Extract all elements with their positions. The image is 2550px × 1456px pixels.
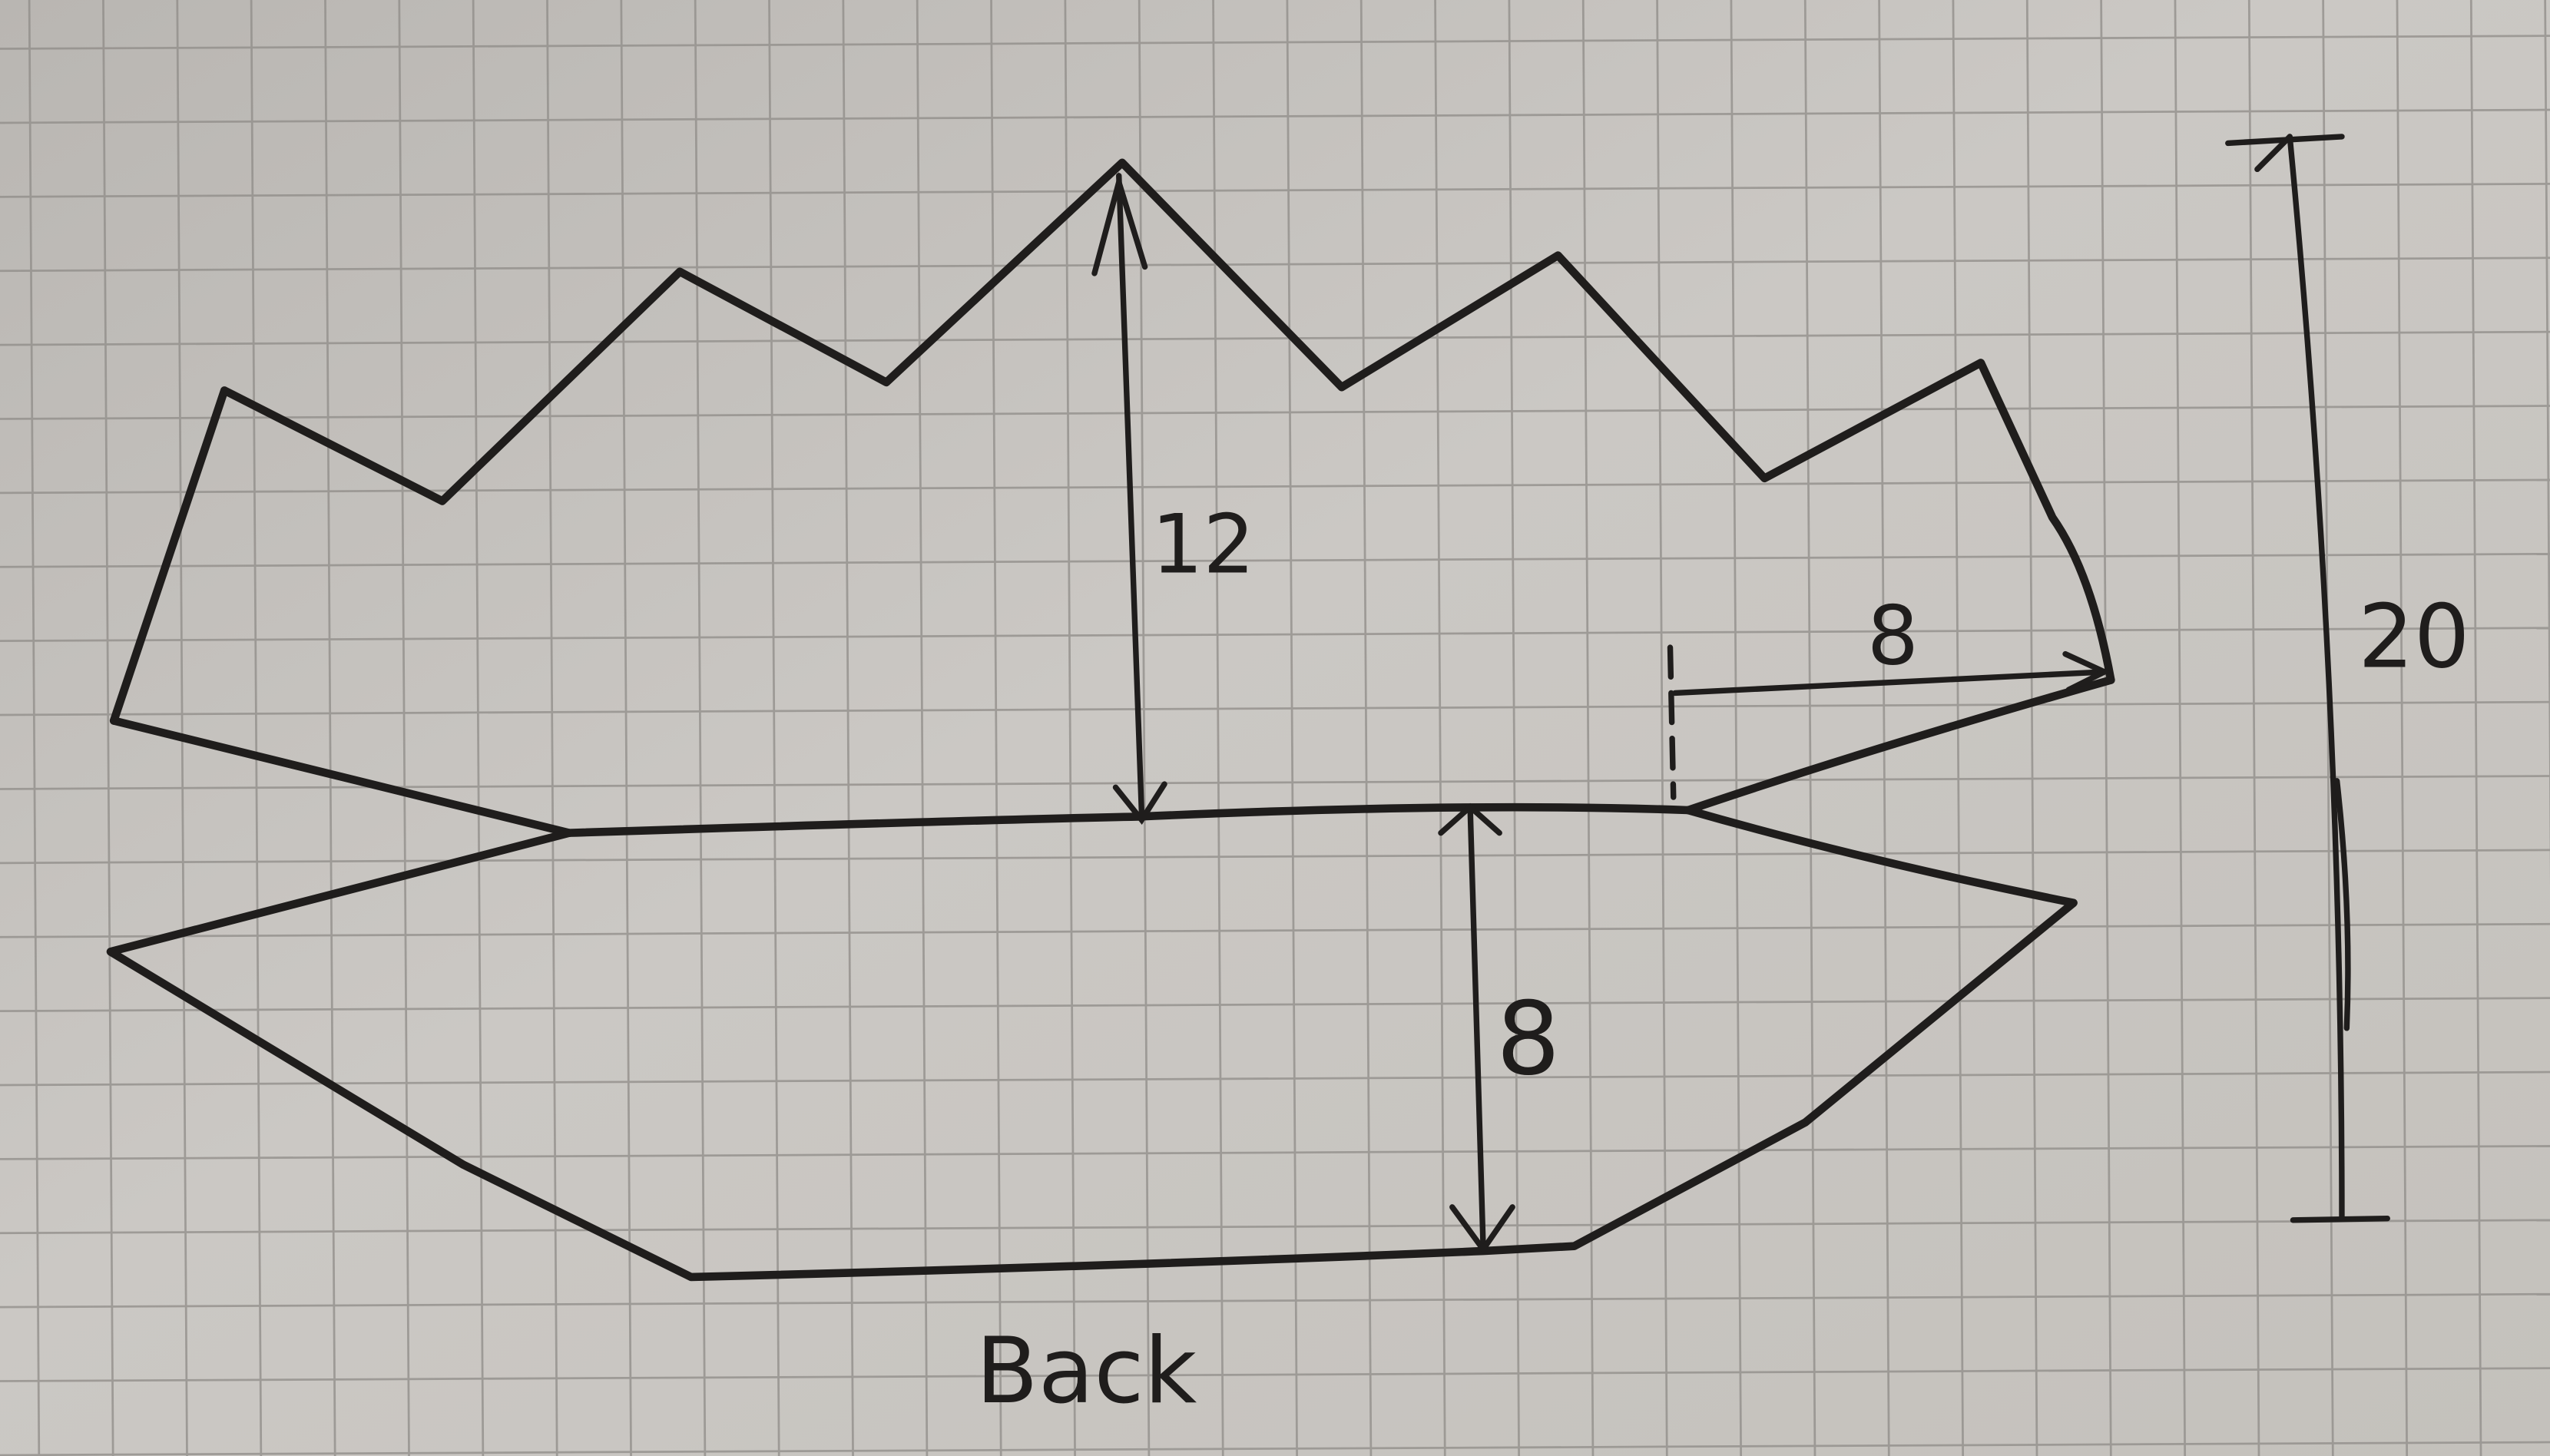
grid-line-horizontal <box>0 1219 2550 1235</box>
grid-line-horizontal <box>0 405 2550 420</box>
crown-right-slope <box>1684 676 2115 815</box>
grid-line-vertical <box>102 0 114 1456</box>
arrow-head-down <box>1112 781 1167 826</box>
arrow-head-up <box>1091 171 1148 276</box>
grid-line-vertical <box>2544 0 2550 886</box>
grid-line-horizontal <box>0 1367 2550 1382</box>
arrow-head-up <box>1438 802 1502 836</box>
grid-line-vertical <box>1803 0 1816 1456</box>
grid-line-horizontal <box>0 627 2550 643</box>
back-caption: Back <box>975 1318 1197 1424</box>
grid-line-vertical <box>694 0 707 1456</box>
grid-line-vertical <box>768 0 780 1456</box>
back-panel-outline <box>106 806 2078 1282</box>
total-height-line <box>2287 134 2345 1222</box>
line-retrace <box>2333 778 2351 1031</box>
grid-line-vertical <box>620 0 632 1456</box>
total-height-label: 20 <box>2358 586 2469 688</box>
crown-zigzag-outline <box>109 158 2115 725</box>
grid-line-vertical <box>2396 0 2409 1456</box>
lower-height-dimension <box>1438 802 1515 1255</box>
crown-height-dimension <box>1091 171 1167 826</box>
lower-height-label: 8 <box>1496 980 1561 1097</box>
grid-line-vertical <box>2100 0 2112 1456</box>
crown-height-arrow-line <box>1116 173 1145 816</box>
grid-line-horizontal <box>0 108 2550 124</box>
grid-line-horizontal <box>0 35 2550 50</box>
grid-line-vertical <box>1064 0 1076 1456</box>
grid-line-vertical <box>1581 0 1595 1456</box>
crown-left-diagonal <box>109 716 574 837</box>
grid-line-vertical <box>1878 0 1890 1456</box>
grid-line-horizontal <box>0 922 2550 938</box>
grid-line-vertical <box>2469 0 2482 1456</box>
grid-line-vertical <box>2174 0 2187 1456</box>
grid-line-horizontal <box>0 775 2550 790</box>
upper-right-width-label: 8 <box>1867 588 1919 683</box>
grid-line-horizontal <box>0 997 2550 1012</box>
grid-line-horizontal <box>0 849 2550 865</box>
grid-line-vertical <box>1212 0 1224 1456</box>
grid-line-horizontal <box>0 256 2550 273</box>
width-arrow-line <box>1672 669 2108 697</box>
top-arrow-hook <box>2254 134 2293 173</box>
crown-height-label: 12 <box>1151 498 1255 592</box>
grid-line-vertical <box>472 0 485 1456</box>
grid-line-vertical <box>1138 0 1151 1456</box>
grid-line-vertical <box>1730 0 1742 1456</box>
total-height-dimension <box>2225 134 2390 1223</box>
grid-line-vertical <box>324 0 336 1456</box>
lower-height-arrow-line <box>1467 804 1486 1249</box>
dashed-extension-line <box>1667 644 1677 800</box>
grid-line-vertical <box>1508 0 1520 1456</box>
grid-line-horizontal <box>0 1441 2550 1456</box>
crown-shape <box>109 158 2115 837</box>
grid-line-vertical <box>398 0 410 1456</box>
grid-line-horizontal <box>0 1070 2550 1087</box>
grid-line-vertical <box>2247 0 2260 1456</box>
grid-line-vertical <box>250 0 263 1456</box>
grid-line-vertical <box>916 0 929 1456</box>
grid-line-horizontal <box>0 1292 2550 1309</box>
grid-line-vertical <box>1656 0 1668 1456</box>
grid-line-vertical <box>1434 0 1446 1456</box>
grid-line-horizontal <box>0 700 2550 716</box>
grid-line-vertical <box>176 0 188 1456</box>
grid-line-horizontal <box>0 1145 2550 1160</box>
grid-line-vertical <box>28 0 41 1456</box>
grid-line-vertical <box>2025 0 2038 1456</box>
upper-right-width-dimension <box>1667 644 2111 800</box>
grid-line-horizontal <box>0 330 2550 346</box>
grid-line-horizontal <box>0 552 2550 568</box>
grid-line-horizontal <box>0 183 2550 198</box>
grid-line-vertical <box>1286 0 1298 1456</box>
bottom-tick <box>2290 1216 2390 1223</box>
arrow-head-down <box>1449 1204 1515 1255</box>
grid-line-vertical <box>990 0 1002 1456</box>
grid-line-vertical <box>2322 0 2334 1456</box>
arrow-head-right <box>2062 650 2111 693</box>
grid-line-vertical <box>1359 0 1373 1456</box>
grid-line-vertical <box>842 0 854 1456</box>
